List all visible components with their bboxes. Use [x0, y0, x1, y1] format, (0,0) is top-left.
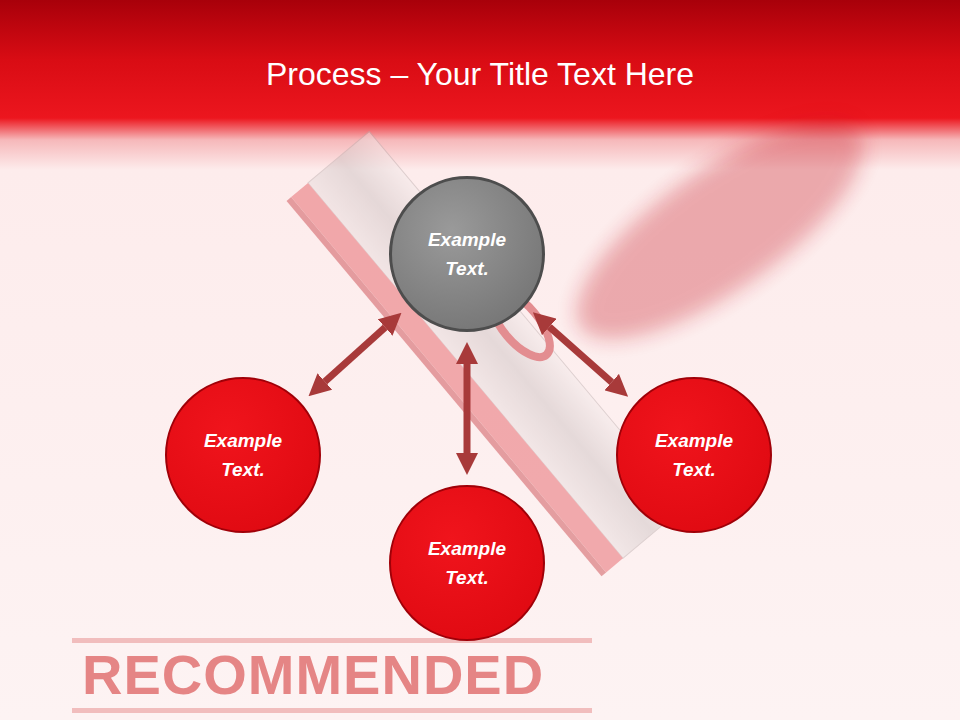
circle-shape	[390, 486, 544, 640]
double-arrow	[325, 327, 385, 381]
circle-shape	[617, 378, 771, 532]
node-text: Example Text.	[187, 426, 299, 484]
red-circle: Example Text.	[389, 485, 545, 641]
rubber-stamp	[287, 83, 894, 576]
double-arrow	[464, 364, 471, 453]
circle-outline	[389, 485, 545, 641]
node-text: Example Text.	[411, 225, 523, 283]
node-text: Example Text.	[638, 426, 750, 484]
stamp-watermark: RECOMMENDED	[82, 647, 544, 703]
circle-shape	[166, 378, 320, 532]
stamp-imprint	[72, 638, 592, 713]
red-circle: Example Text.	[616, 377, 772, 533]
red-circle: Example Text.	[165, 377, 321, 533]
circle-outline	[165, 377, 321, 533]
circle-outline	[616, 377, 772, 533]
circle-shape	[391, 178, 544, 331]
double-arrow	[549, 327, 611, 382]
slide-title: Process – Your Title Text Here	[0, 50, 960, 98]
node-text: Example Text.	[411, 534, 523, 592]
grey-circle: Example Text.	[389, 176, 545, 332]
circle-outline	[389, 176, 545, 332]
